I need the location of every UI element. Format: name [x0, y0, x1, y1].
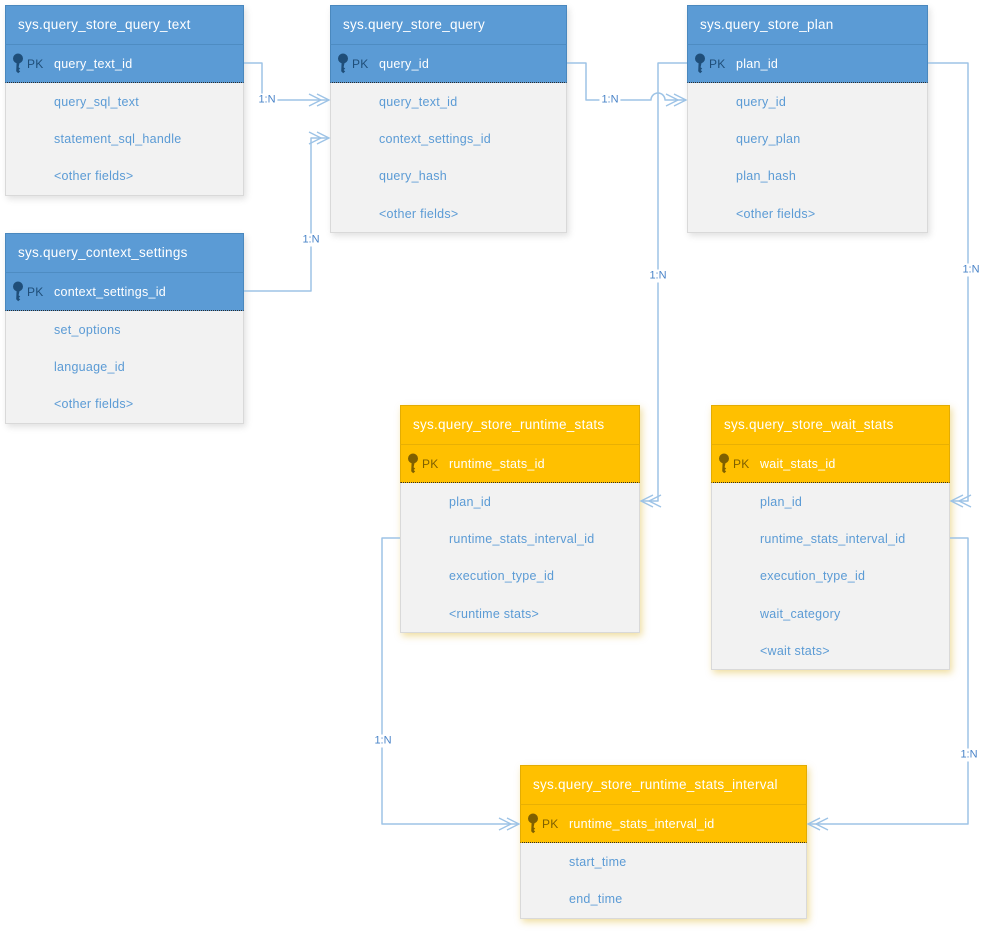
field-row: plan_id [449, 494, 492, 509]
field-list: set_options language_id <other fields> [5, 311, 244, 424]
pk-label: PK [422, 456, 439, 471]
pk-label: PK [27, 56, 44, 71]
relation-label: 1:N [647, 269, 669, 283]
pk-field-name: wait_stats_id [760, 456, 836, 471]
table-title: sys.query_store_query [330, 5, 567, 45]
pk-label: PK [27, 284, 44, 299]
field-list: query_id query_plan plan_hash <other fie… [687, 83, 928, 234]
table-query-context-settings: sys.query_context_settings PK context_se… [5, 233, 244, 424]
pk-field-name: context_settings_id [54, 284, 166, 299]
key-icon [694, 53, 707, 74]
field-row: <wait stats> [760, 643, 830, 658]
key-icon [407, 453, 420, 474]
primary-key-row: PK runtime_stats_id [400, 445, 640, 483]
primary-key-row: PK query_text_id [5, 45, 244, 83]
pk-field-name: query_id [379, 56, 430, 71]
field-row: wait_category [760, 606, 841, 621]
field-list: query_text_id context_settings_id query_… [330, 83, 567, 234]
field-list: start_time end_time [520, 843, 807, 919]
key-icon [718, 453, 731, 474]
table-query-store-wait-stats: sys.query_store_wait_stats PK wait_stats… [711, 405, 950, 671]
field-row: <other fields> [736, 206, 816, 221]
table-query-store-runtime-stats: sys.query_store_runtime_stats PK runtime… [400, 405, 640, 634]
field-row: end_time [569, 891, 623, 906]
table-title: sys.query_context_settings [5, 233, 244, 273]
field-row: start_time [569, 854, 627, 869]
relation-label: 1:N [599, 93, 621, 107]
pk-label: PK [542, 816, 559, 831]
table-query-store-query: sys.query_store_query PK query_id query_… [330, 5, 567, 234]
table-title: sys.query_store_plan [687, 5, 928, 45]
field-row: query_hash [379, 169, 447, 184]
key-icon [527, 813, 540, 834]
primary-key-row: PK context_settings_id [5, 273, 244, 311]
relation-label: 1:N [300, 233, 322, 247]
field-row: runtime_stats_interval_id [760, 531, 906, 546]
relation-label: 1:N [958, 748, 980, 762]
pk-label: PK [733, 456, 750, 471]
primary-key-row: PK plan_id [687, 45, 928, 83]
field-row: context_settings_id [379, 131, 491, 146]
primary-key-row: PK runtime_stats_interval_id [520, 805, 807, 843]
relation-query-to-plan [567, 62, 688, 107]
table-query-store-query-text: sys.query_store_query_text PK query_text… [5, 5, 244, 196]
field-row: <other fields> [54, 169, 134, 184]
pk-field-name: runtime_stats_interval_id [569, 816, 715, 831]
field-row: query_id [736, 94, 787, 109]
field-list: plan_id runtime_stats_interval_id execut… [711, 483, 950, 671]
field-row: statement_sql_handle [54, 131, 182, 146]
relation-contextsettings-to-query [244, 131, 331, 292]
field-row: runtime_stats_interval_id [449, 531, 595, 546]
field-row: query_plan [736, 131, 801, 146]
field-row: language_id [54, 359, 125, 374]
table-query-store-plan: sys.query_store_plan PK plan_id query_id… [687, 5, 928, 234]
field-row: execution_type_id [760, 569, 866, 584]
key-icon [12, 53, 25, 74]
pk-field-name: runtime_stats_id [449, 456, 545, 471]
field-row: query_text_id [379, 94, 458, 109]
primary-key-row: PK query_id [330, 45, 567, 83]
field-row: <other fields> [54, 397, 134, 412]
field-row: <other fields> [379, 206, 459, 221]
table-title: sys.query_store_runtime_stats_interval [520, 765, 807, 805]
field-row: plan_id [760, 494, 803, 509]
field-row: plan_hash [736, 169, 797, 184]
pk-field-name: plan_id [736, 56, 779, 71]
table-title: sys.query_store_query_text [5, 5, 244, 45]
relation-label: 1:N [372, 734, 394, 748]
relation-label: 1:N [256, 93, 278, 107]
table-query-store-runtime-stats-interval: sys.query_store_runtime_stats_interval P… [520, 765, 807, 919]
field-row: query_sql_text [54, 94, 139, 109]
field-row: <runtime stats> [449, 606, 540, 621]
field-row: execution_type_id [449, 569, 555, 584]
table-title: sys.query_store_runtime_stats [400, 405, 640, 445]
pk-label: PK [352, 56, 369, 71]
pk-field-name: query_text_id [54, 56, 133, 71]
primary-key-row: PK wait_stats_id [711, 445, 950, 483]
field-list: query_sql_text statement_sql_handle <oth… [5, 83, 244, 196]
table-title: sys.query_store_wait_stats [711, 405, 950, 445]
field-row: set_options [54, 322, 121, 337]
key-icon [12, 281, 25, 302]
relation-label: 1:N [960, 263, 982, 277]
pk-label: PK [709, 56, 726, 71]
key-icon [337, 53, 350, 74]
field-list: plan_id runtime_stats_interval_id execut… [400, 483, 640, 634]
